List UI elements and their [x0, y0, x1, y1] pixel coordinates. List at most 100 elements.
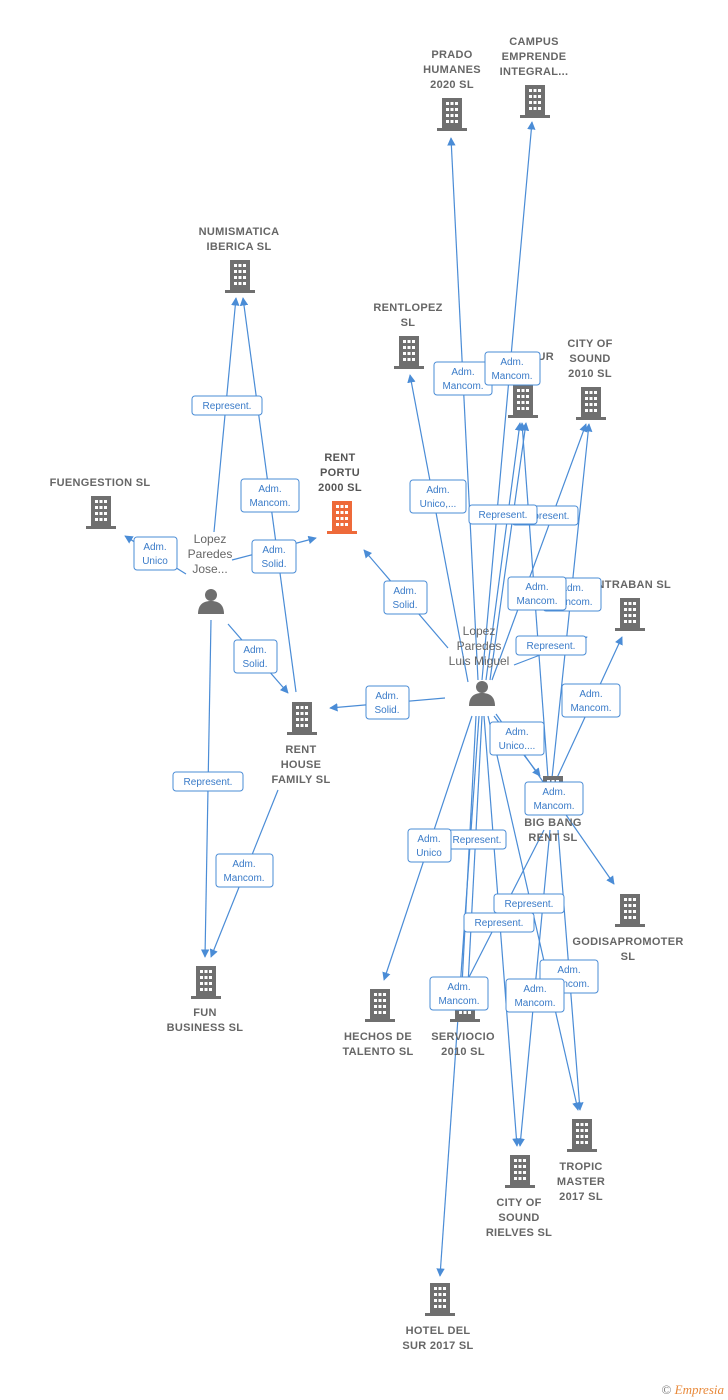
- svg-text:EMPRENDE: EMPRENDE: [502, 51, 567, 63]
- svg-text:Unico: Unico: [416, 848, 442, 859]
- svg-text:Luis Miguel: Luis Miguel: [449, 654, 510, 668]
- company-rent-portu-2000[interactable]: RENT PORTU 2000 SL: [318, 452, 362, 534]
- svg-text:HUMANES: HUMANES: [423, 64, 481, 76]
- svg-text:Adm.: Adm.: [375, 691, 398, 702]
- svg-text:Mancom.: Mancom.: [249, 498, 290, 509]
- svg-text:Mancom.: Mancom.: [570, 703, 611, 714]
- svg-text:Adm.: Adm.: [447, 982, 470, 993]
- edge-luis-rentlopez: [407, 374, 469, 683]
- svg-text:RENTLOPEZ: RENTLOPEZ: [373, 302, 442, 314]
- person-icon: [469, 681, 495, 706]
- company-numismatica-iberica[interactable]: NUMISMATICA IBERICA SL: [199, 226, 280, 293]
- svg-text:Solid.: Solid.: [392, 600, 417, 611]
- edge-labels: Represent. Adm. Mancom. Adm. Unico Adm. …: [133, 351, 621, 1013]
- edge-label-represent: Represent.: [463, 912, 535, 933]
- svg-text:2020 SL: 2020 SL: [430, 79, 474, 91]
- svg-text:MASTER: MASTER: [557, 1176, 605, 1188]
- svg-text:PORTU: PORTU: [320, 467, 360, 479]
- company-city-of-sound-rielves[interactable]: CITY OF SOUND RIELVES SL: [486, 1155, 552, 1239]
- svg-text:Mancom.: Mancom.: [548, 979, 589, 990]
- svg-text:Mancom.: Mancom.: [533, 801, 574, 812]
- company-rentlopez[interactable]: RENTLOPEZ SL: [373, 302, 442, 369]
- edge-luis-serviocio-a: [458, 715, 477, 986]
- svg-text:Adm.: Adm.: [542, 787, 565, 798]
- person-lopez-paredes-luis-miguel[interactable]: Lopez Paredes Luis Miguel: [449, 624, 510, 706]
- company-godisapromoter[interactable]: GODISAPROMOTER SL: [572, 894, 683, 963]
- company-entraban[interactable]: ENTRABAN SL: [589, 579, 671, 631]
- svg-text:FUENGESTION SL: FUENGESTION SL: [50, 477, 151, 489]
- edge-label-adm-mancom: Adm. Mancom.: [507, 576, 567, 611]
- svg-text:Represent.: Represent.: [479, 510, 528, 521]
- svg-text:Unico,...: Unico,...: [420, 499, 457, 510]
- company-prado-humanes[interactable]: PRADO HUMANES 2020 SL: [423, 49, 481, 131]
- person-lopez-paredes-jose[interactable]: Lopez Paredes Jose...: [188, 532, 233, 614]
- svg-text:Adm.: Adm.: [262, 545, 285, 556]
- copyright-symbol: ©: [661, 1382, 672, 1397]
- edge-luis-campus: [481, 121, 536, 681]
- svg-text:Adm.: Adm.: [523, 984, 546, 995]
- svg-text:Adm.: Adm.: [393, 586, 416, 597]
- svg-text:Represent.: Represent.: [505, 899, 554, 910]
- svg-text:HOUSE: HOUSE: [281, 759, 322, 771]
- svg-text:Adm.: Adm.: [417, 834, 440, 845]
- svg-text:CAMPUS: CAMPUS: [509, 36, 558, 48]
- svg-text:TALENTO SL: TALENTO SL: [342, 1046, 413, 1058]
- person-icon: [198, 589, 224, 614]
- svg-text:CITY OF: CITY OF: [496, 1197, 541, 1209]
- edge-luis-hostacur-a: [485, 422, 524, 681]
- edge-label-adm-solid: Adm. Solid.: [233, 639, 278, 674]
- svg-text:Lopez: Lopez: [463, 624, 496, 638]
- company-serviocio-2010[interactable]: SERVIOCIO 2010 SL: [431, 989, 495, 1058]
- svg-text:BUSINESS SL: BUSINESS SL: [167, 1022, 244, 1034]
- svg-text:Adm.: Adm.: [258, 484, 281, 495]
- company-fuengestion[interactable]: FUENGESTION SL: [50, 477, 151, 529]
- edge-label-represent: Represent.: [191, 395, 263, 416]
- svg-text:RIELVES SL: RIELVES SL: [486, 1227, 552, 1239]
- svg-text:Mancom.: Mancom.: [491, 371, 532, 382]
- company-tropic-master-2017[interactable]: TROPIC MASTER 2017 SL: [557, 1119, 605, 1203]
- svg-text:2010 SL: 2010 SL: [568, 368, 612, 380]
- svg-text:CITY OF: CITY OF: [567, 338, 612, 350]
- svg-text:IBERICA SL: IBERICA SL: [207, 241, 272, 253]
- svg-text:Solid.: Solid.: [374, 705, 399, 716]
- svg-text:ENTRABAN SL: ENTRABAN SL: [589, 579, 671, 591]
- company-big-bang-rent[interactable]: BIG BANG RENT SL: [524, 776, 581, 844]
- svg-text:SOUND: SOUND: [569, 353, 610, 365]
- svg-text:Mancom.: Mancom.: [516, 596, 557, 607]
- svg-text:2017 SL: 2017 SL: [559, 1191, 603, 1203]
- svg-text:Mancom.: Mancom.: [551, 597, 592, 608]
- svg-text:GODISAPROMOTER: GODISAPROMOTER: [572, 936, 683, 948]
- edge-label-adm-mancom: Adm. Mancom.: [561, 683, 621, 718]
- svg-text:Adm.: Adm.: [426, 485, 449, 496]
- svg-text:Represent.: Represent.: [184, 777, 233, 788]
- company-fun-business[interactable]: FUN BUSINESS SL: [167, 966, 244, 1034]
- svg-text:BIG BANG: BIG BANG: [524, 817, 581, 829]
- company-city-of-sound-2010[interactable]: CITY OF SOUND 2010 SL: [567, 338, 612, 420]
- svg-text:Represent.: Represent.: [453, 835, 502, 846]
- svg-text:HOTEL DEL: HOTEL DEL: [406, 1325, 471, 1337]
- edge-label-adm-solid: Adm. Solid.: [365, 685, 410, 720]
- company-rent-house-family[interactable]: RENT HOUSE FAMILY SL: [272, 702, 331, 786]
- svg-text:SUR 2017 SL: SUR 2017 SL: [402, 1340, 473, 1352]
- svg-text:NUMISMATICA: NUMISMATICA: [199, 226, 280, 238]
- edge-luis-serviocio-b: [464, 715, 483, 986]
- edge-label-adm-unico: Adm. Unico: [133, 536, 178, 571]
- svg-text:Mancom.: Mancom.: [223, 873, 264, 884]
- edge-label-adm-mancom: Adm. Mancom.: [433, 361, 493, 396]
- svg-text:PRADO: PRADO: [431, 49, 472, 61]
- company-campus-emprende[interactable]: CAMPUS EMPRENDE INTEGRAL...: [500, 36, 569, 118]
- edge-label-adm-mancom: Adm. Mancom.: [524, 781, 584, 816]
- svg-text:Unico....: Unico....: [499, 741, 536, 752]
- edge-label-adm-unico-trunc: Adm. Unico,...: [409, 479, 467, 514]
- edge-luis-city2010: [491, 423, 588, 681]
- svg-text:TROPIC: TROPIC: [559, 1161, 602, 1173]
- svg-text:Unico: Unico: [142, 556, 168, 567]
- edge-label-adm-mancom: Adm. Mancom.: [215, 853, 274, 888]
- svg-text:Solid.: Solid.: [261, 559, 286, 570]
- company-hotel-del-sur-2017[interactable]: HOTEL DEL SUR 2017 SL: [402, 1283, 473, 1352]
- svg-text:RENT SL: RENT SL: [528, 832, 577, 844]
- svg-text:INTEGRAL...: INTEGRAL...: [500, 66, 569, 78]
- edge-luis-prado: [447, 137, 479, 681]
- company-hechos-de-talento[interactable]: HECHOS DE TALENTO SL: [342, 989, 413, 1058]
- svg-text:Adm.: Adm.: [243, 645, 266, 656]
